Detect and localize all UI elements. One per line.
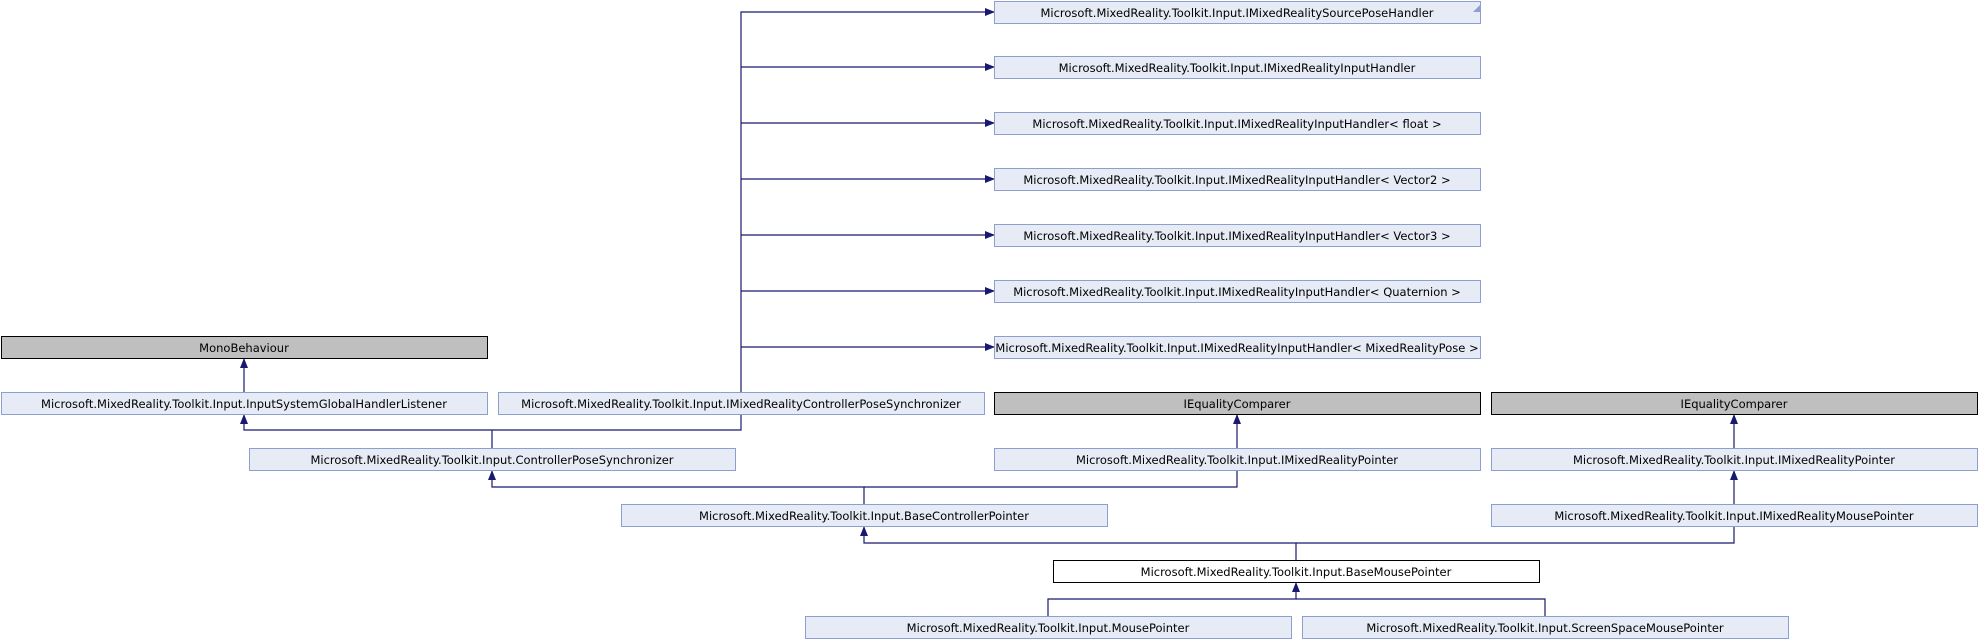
class-node-box [994,224,1481,247]
class-node-mono-behaviour: MonoBehaviour [1,336,488,359]
class-node-box [1302,616,1789,639]
class-node-i-pointer-1[interactable]: Microsoft.MixedReality.Toolkit.Input.IMi… [994,448,1481,471]
edge-base-controller-pointer-to-i-pointer-1 [864,471,1238,488]
class-node-box [994,56,1481,79]
class-node-label: Microsoft.MixedReality.Toolkit.Input.IMi… [995,341,1478,355]
class-node-equality-comparer-1: IEqualityComparer [994,392,1481,415]
corner-fold-icon [1473,5,1480,12]
class-node-input-handler-float[interactable]: Microsoft.MixedReality.Toolkit.Input.IMi… [994,112,1481,135]
class-node-label: Microsoft.MixedReality.Toolkit.Input.IMi… [1573,453,1895,467]
class-node-label: Microsoft.MixedReality.Toolkit.Input.IMi… [1023,173,1450,187]
class-node-box [994,112,1481,135]
class-node-label: Microsoft.MixedReality.Toolkit.Input.IMi… [1023,229,1450,243]
class-node-src-pose-handler[interactable]: Microsoft.MixedReality.Toolkit.Input.IMi… [994,1,1481,24]
class-node-i-pointer-2[interactable]: Microsoft.MixedReality.Toolkit.Input.IMi… [1491,448,1978,471]
class-node-label: Microsoft.MixedReality.Toolkit.Input.IMi… [1076,453,1398,467]
class-node-base-mouse-pointer: Microsoft.MixedReality.Toolkit.Input.Bas… [1053,560,1540,583]
class-node-label: Microsoft.MixedReality.Toolkit.Input.Bas… [1141,565,1452,579]
class-node-box [994,168,1481,191]
edge-base-controller-pointer-to-controller-pose-sync [488,470,865,504]
class-node-label: Microsoft.MixedReality.Toolkit.Input.IMi… [1040,6,1433,20]
class-node-label: Microsoft.MixedReality.Toolkit.Input.IMi… [521,397,961,411]
class-node-box [805,616,1292,639]
class-node-box [994,448,1481,471]
edge-controller-pose-sync-to-global-listener [240,414,493,448]
edge-controller-pose-sync-to-i-controller-pose-sync [492,415,742,431]
class-node-input-handler-v2[interactable]: Microsoft.MixedReality.Toolkit.Input.IMi… [994,168,1481,191]
class-node-input-handler-pose[interactable]: Microsoft.MixedReality.Toolkit.Input.IMi… [994,336,1481,359]
class-node-box [994,392,1481,415]
class-node-box [498,392,985,415]
class-node-label: Microsoft.MixedReality.Toolkit.Input.Inp… [41,397,447,411]
class-node-label: Microsoft.MixedReality.Toolkit.Input.IMi… [1013,285,1461,299]
class-node-equality-comparer-2: IEqualityComparer [1491,392,1978,415]
class-node-label: Microsoft.MixedReality.Toolkit.Input.IMi… [1554,509,1914,523]
class-node-input-handler-v3[interactable]: Microsoft.MixedReality.Toolkit.Input.IMi… [994,224,1481,247]
class-node-input-handler[interactable]: Microsoft.MixedReality.Toolkit.Input.IMi… [994,56,1481,79]
class-node-label: Microsoft.MixedReality.Toolkit.Input.Mou… [907,621,1190,635]
class-node-box [1,336,488,359]
edge-base-mouse-pointer-to-i-mouse-pointer [1296,527,1735,544]
edge-base-mouse-pointer-to-base-controller-pointer [860,526,1297,560]
class-node-screen-space-mouse-pointer[interactable]: Microsoft.MixedReality.Toolkit.Input.Scr… [1302,616,1789,639]
edge-i-controller-pose-sync-to-src-pose-handler [740,8,995,392]
class-node-box [1,392,488,415]
class-node-base-controller-pointer[interactable]: Microsoft.MixedReality.Toolkit.Input.Bas… [621,504,1108,527]
class-node-box [994,336,1481,359]
class-node-box [994,1,1481,24]
class-node-controller-pose-sync[interactable]: Microsoft.MixedReality.Toolkit.Input.Con… [249,448,736,471]
class-node-box [249,448,736,471]
class-node-i-mouse-pointer[interactable]: Microsoft.MixedReality.Toolkit.Input.IMi… [1491,504,1978,527]
class-node-label: Microsoft.MixedReality.Toolkit.Input.IMi… [1032,117,1441,131]
class-node-box [1053,560,1540,583]
class-node-box [994,280,1481,303]
class-node-label: Microsoft.MixedReality.Toolkit.Input.Bas… [699,509,1029,523]
class-node-label: Microsoft.MixedReality.Toolkit.Input.IMi… [1059,61,1416,75]
class-node-label: Microsoft.MixedReality.Toolkit.Input.Scr… [1366,621,1724,635]
class-node-label: IEqualityComparer [1681,397,1788,411]
class-node-label: Microsoft.MixedReality.Toolkit.Input.Con… [310,453,673,467]
class-node-input-handler-quat[interactable]: Microsoft.MixedReality.Toolkit.Input.IMi… [994,280,1481,303]
class-node-label: IEqualityComparer [1184,397,1291,411]
edge-mouse-pointer-to-base-mouse-pointer [1047,582,1300,616]
class-node-global-listener[interactable]: Microsoft.MixedReality.Toolkit.Input.Inp… [1,392,488,415]
inheritance-edges [240,8,1738,616]
class-node-label: MonoBehaviour [199,341,289,355]
class-node-mouse-pointer[interactable]: Microsoft.MixedReality.Toolkit.Input.Mou… [805,616,1292,639]
edge-screen-space-mouse-pointer-to-base-mouse-pointer [1296,598,1546,616]
class-node-box [621,504,1108,527]
class-node-i-controller-pose-sync[interactable]: Microsoft.MixedReality.Toolkit.Input.IMi… [498,392,985,415]
